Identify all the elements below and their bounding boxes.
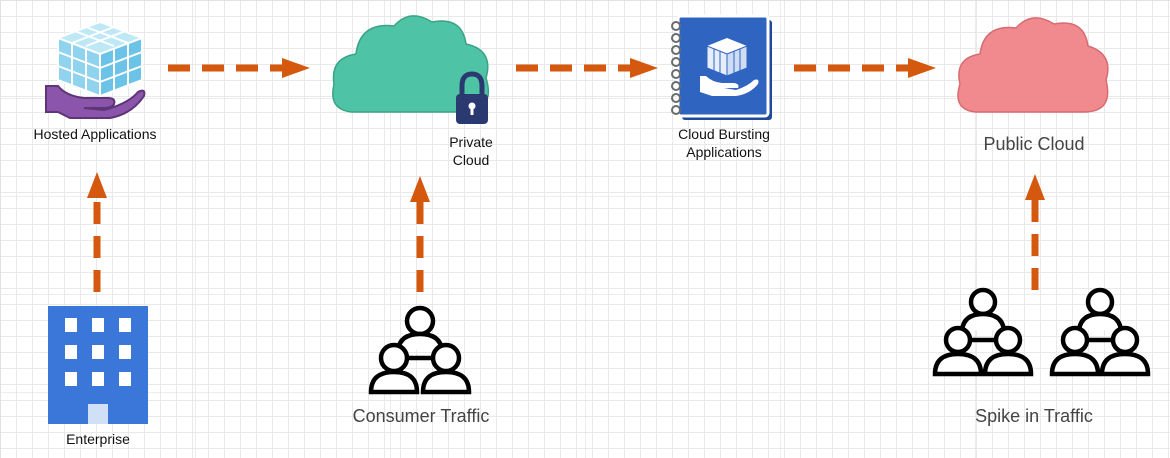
cloud-bursting-applications-label: Cloud Bursting Applications bbox=[678, 126, 770, 160]
consumer-traffic-label: Consumer Traffic bbox=[352, 406, 490, 426]
enterprise-building-icon bbox=[48, 306, 148, 424]
cloud-bursting-book-icon bbox=[671, 14, 772, 120]
hosted-applications-label: Hosted Applications bbox=[33, 126, 157, 142]
arrow-bursting-to-public bbox=[794, 58, 936, 78]
spike-in-traffic-label: Spike in Traffic bbox=[975, 406, 1093, 426]
private-cloud-icon bbox=[332, 15, 490, 113]
public-cloud-icon bbox=[957, 17, 1109, 113]
arrow-spike-to-public bbox=[1025, 174, 1045, 290]
private-cloud-label: Private Cloud bbox=[449, 134, 493, 168]
arrow-hosted-to-private bbox=[168, 58, 310, 78]
arrow-enterprise-to-hosted bbox=[87, 172, 107, 292]
arrow-private-to-bursting bbox=[516, 58, 658, 78]
spike-traffic-people-icon-right bbox=[1049, 287, 1151, 377]
hosted-applications-icon bbox=[45, 20, 146, 119]
spike-traffic-people-icon-left bbox=[932, 287, 1034, 377]
enterprise-label: Enterprise bbox=[66, 431, 130, 447]
lock-icon bbox=[456, 71, 488, 124]
arrow-consumer-to-private bbox=[410, 176, 430, 292]
public-cloud-label: Public Cloud bbox=[983, 134, 1085, 154]
consumer-traffic-people-icon bbox=[368, 305, 472, 395]
